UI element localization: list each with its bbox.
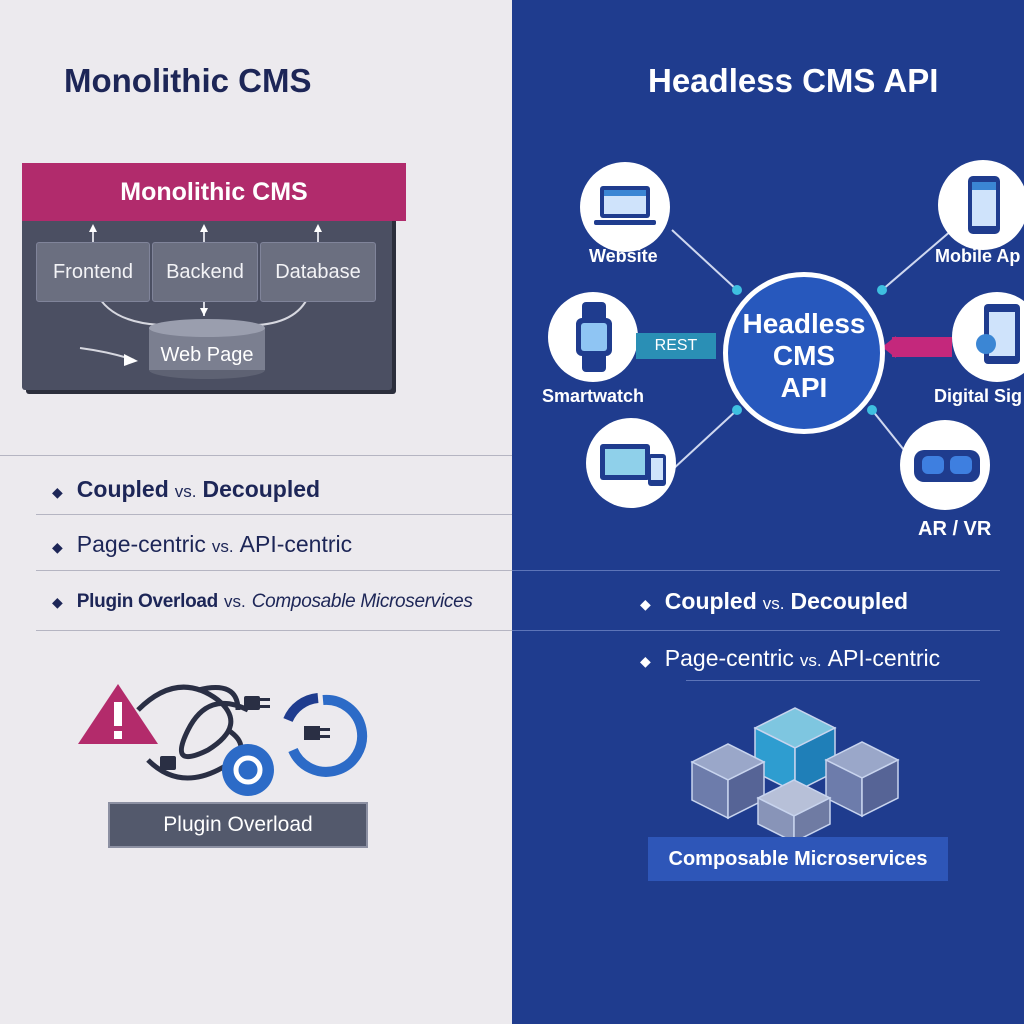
microservices-cubes-icon (690, 707, 900, 844)
comparison-term-b: API-centric (827, 645, 941, 671)
backend-layer: Backend (152, 242, 258, 302)
tablet-icon (600, 444, 666, 486)
signage-icon (976, 304, 1020, 364)
comparison-vs: vs. (211, 537, 234, 556)
arvr-node (900, 420, 990, 510)
laptop-icon (594, 186, 656, 225)
comparison-term-a: Page-centric (76, 531, 206, 557)
hub-label: Headless CMS API (742, 308, 866, 403)
comparison-row: ◆ Coupled vs. Decoupled (52, 476, 320, 503)
signage-connector (882, 336, 952, 358)
website-label: Website (589, 246, 658, 266)
frontend-layer: Frontend (36, 242, 150, 302)
arvr-label: AR / VR (918, 518, 992, 540)
diamond-bullet-icon: ◆ (640, 653, 651, 669)
comparison-term-b: Decoupled (202, 476, 321, 502)
comparison-term-a: Plugin Overload (76, 591, 219, 612)
database-layer: Database (260, 242, 376, 302)
tablet-node (586, 418, 676, 508)
smartwatch-label: Smartwatch (542, 386, 645, 406)
comparison-row: ◆ Page-centric vs. API-centric (640, 645, 940, 672)
comparison-vs: vs. (762, 594, 785, 613)
divider (512, 570, 1000, 571)
monolithic-title: Monolithic CMS (64, 62, 312, 99)
comparison-term-b: Composable Microservices (251, 591, 473, 612)
web-page-label: Web Page (160, 344, 254, 366)
tangled-cables-icon (136, 684, 250, 781)
signage-node (952, 292, 1024, 382)
comparison-term-b: Decoupled (790, 588, 909, 614)
divider (36, 630, 512, 631)
comparison-term-a: Page-centric (664, 645, 794, 671)
smartwatch-node (548, 292, 638, 382)
comparison-term-a: Coupled (76, 476, 169, 502)
comparison-vs: vs. (174, 482, 197, 501)
comparison-term-b: API-centric (239, 531, 353, 557)
comparison-row: ◆ Plugin Overload vs. Composable Microse… (52, 591, 473, 613)
mobile-node (938, 160, 1024, 250)
divider (36, 514, 512, 515)
rest-tag: REST (636, 333, 716, 359)
headless-title: Headless CMS API (648, 62, 939, 99)
divider (512, 630, 1000, 631)
diamond-bullet-icon: ◆ (52, 594, 63, 610)
signage-label: Digital Sig (934, 386, 1023, 406)
plugin-overload-label: Plugin Overload (108, 802, 368, 848)
headless-cms-hub (723, 272, 885, 434)
website-node (580, 162, 670, 252)
mobile-label: Mobile Ap (935, 246, 1021, 266)
smartwatch-icon (576, 302, 612, 372)
plug-icon (160, 696, 270, 770)
warning-icon (78, 684, 158, 744)
divider (0, 455, 512, 456)
comparison-row: ◆ Page-centric vs. API-centric (52, 531, 352, 558)
diamond-bullet-icon: ◆ (640, 596, 651, 612)
web-page-cylinder (149, 319, 265, 379)
sync-icon (222, 744, 274, 796)
diamond-bullet-icon: ◆ (52, 539, 63, 555)
plugin-overload-illustration (78, 684, 368, 796)
comparison-vs: vs. (799, 651, 822, 670)
divider (686, 680, 980, 681)
comparison-vs: vs. (223, 592, 246, 611)
monolithic-block-header: Monolithic CMS (22, 163, 406, 221)
phone-icon (968, 176, 1000, 234)
refresh-plug-icon (283, 693, 368, 777)
divider (36, 570, 512, 571)
vr-headset-icon (914, 450, 980, 482)
comparison-row: ◆ Coupled vs. Decoupled (640, 588, 908, 615)
comparison-term-a: Coupled (664, 588, 757, 614)
diamond-bullet-icon: ◆ (52, 484, 63, 500)
composable-microservices-label: Composable Microservices (648, 837, 948, 881)
